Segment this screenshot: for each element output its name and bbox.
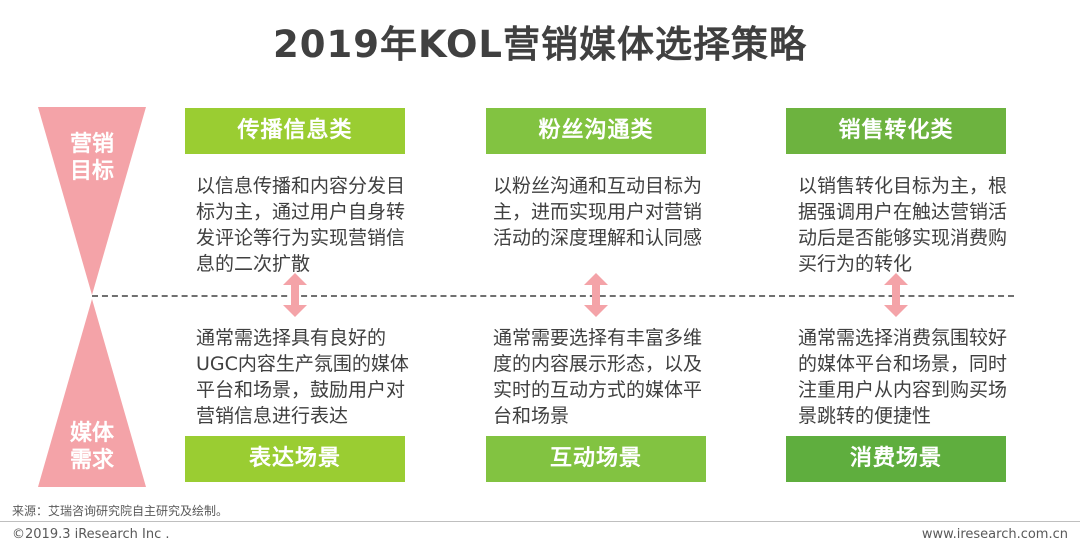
double-arrow-icon — [884, 273, 908, 317]
footer-consumption-scene: 消费场景 — [786, 436, 1006, 482]
label-marketing-goal-text: 营销 目标 — [69, 132, 114, 184]
goal-text-sales-conversion: 以销售转化目标为主，根据强调用户在触达营销活动后是否能够实现消费购买行为的转化 — [798, 175, 1008, 275]
goal-text-fan-communication: 以粉丝沟通和互动目标为主，进而实现用户对营销活动的深度理解和认同感 — [493, 175, 703, 249]
page-title: 2019年KOL营销媒体选择策略 — [272, 23, 808, 66]
hourglass-graphic — [38, 107, 146, 487]
demand-text-sales-conversion: 通常需选择消费氛围较好的媒体平台和场景，同时注重用户从内容到购买场景跳转的便捷性 — [798, 327, 1008, 427]
double-arrow-icon — [283, 273, 307, 317]
website-link[interactable]: www.iresearch.com.cn — [921, 527, 1068, 542]
footer-expression-scene: 表达场景 — [185, 436, 405, 482]
header-broadcast: 传播信息类 — [185, 108, 405, 154]
goal-text-broadcast: 以信息传播和内容分发目标为主，通过用户自身转发评论等行为实现营销信息的二次扩散 — [196, 175, 406, 275]
copyright-text: ©2019.3 iResearch Inc . — [12, 527, 170, 542]
label-marketing-goal: 营销 目标 — [38, 131, 146, 185]
label-media-demand-text: 媒体 需求 — [69, 421, 114, 473]
label-media-demand: 媒体 需求 — [38, 420, 146, 474]
demand-text-fan-communication: 通常需要选择有丰富多维度的内容展示形态，以及实时的互动方式的媒体平台和场景 — [493, 327, 703, 427]
header-fan-communication: 粉丝沟通类 — [486, 108, 706, 154]
source-note: 来源：艾瑞咨询研究院自主研究及绘制。 — [12, 504, 229, 518]
footer-divider — [0, 521, 1080, 522]
dashed-divider — [92, 295, 1014, 297]
double-arrow-icon — [584, 273, 608, 317]
demand-text-broadcast: 通常需选择具有良好的UGC内容生产氛围的媒体平台和场景，鼓励用户对营销信息进行表… — [196, 327, 409, 427]
footer-interaction-scene: 互动场景 — [486, 436, 706, 482]
header-sales-conversion: 销售转化类 — [786, 108, 1006, 154]
